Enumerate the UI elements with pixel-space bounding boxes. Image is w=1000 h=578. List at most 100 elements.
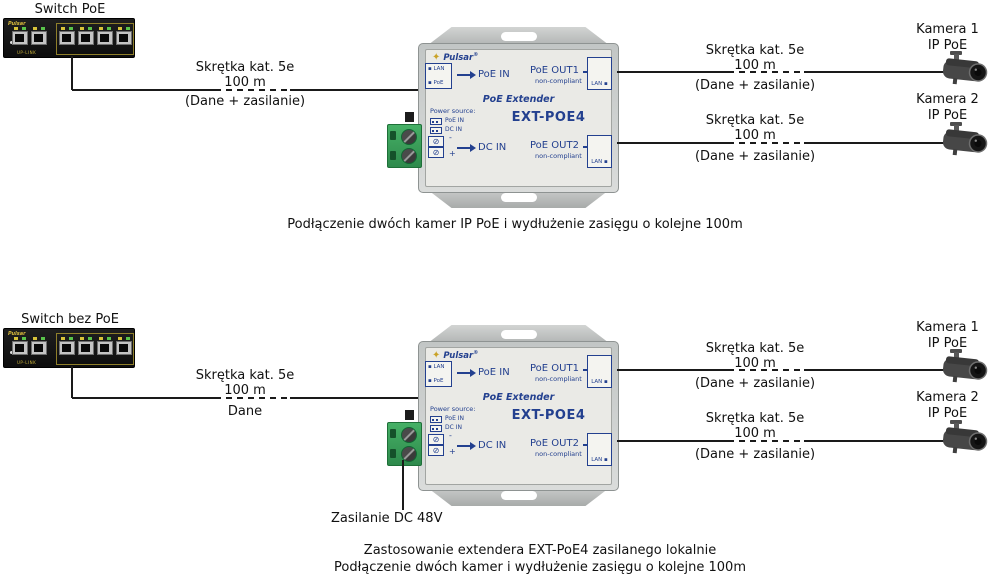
switch-port-group-outline [56,333,134,365]
switch-power-led [10,351,13,354]
diagram-bottom: Switch bez PoE Pulsar UP-LINK Skrętka ka… [0,298,1000,578]
cable-length-label: 100 m [734,426,776,441]
cable-signal-label: (Dane + zasilanie) [694,447,816,462]
cable-out2 [617,440,728,442]
diagram-bottom-caption-1: Zastosowanie extendera EXT-PoE4 zasilane… [363,543,717,558]
screw-symbol-icon: ⊘ [428,434,444,445]
terminal-screw [401,148,417,164]
lan-out1-port: LAN [587,355,612,388]
switch-uplink-label: UP-LINK [17,50,37,55]
arrow-right-icon [457,442,476,450]
cable-out2-dashed [728,440,804,442]
cable-length-label: 100 m [734,128,776,143]
rj45-port [59,337,75,355]
cable-out1 [617,71,728,73]
mounting-flange-top [428,27,609,45]
extender-front-label: ✦ Pulsar® LAN PoE PoE IN PoE OUT1 non-co… [425,347,612,485]
rj45-port [116,27,132,45]
dc-power-label: Zasilanie DC 48V [331,511,443,526]
terminal-screw [401,427,417,443]
cable-switch-extender-dashed [215,89,290,91]
switch-brand-logo: Pulsar [8,21,26,27]
cable-label: Skrętka kat. 5e [705,341,805,356]
terminal-wire-hole [390,449,396,458]
poe-in-label: PoE IN [478,367,510,378]
lan-out1-port: LAN [587,57,612,90]
cable-signal-label: Dane [227,404,263,419]
cable-label: Skrętka kat. 5e [195,60,295,75]
device-subtitle: PoE Extender [482,392,555,403]
rj45-port [31,27,47,45]
cable-out1 [617,369,728,371]
cable-switch-extender [290,397,420,399]
cable-label: Skrętka kat. 5e [705,411,805,426]
camera2-subtitle: IP PoE [927,406,968,421]
plus-sign: + [449,447,456,456]
extender-front-label: ✦ Pulsar® LAN PoE PoE IN PoE OUT1 non-co… [425,49,612,187]
cable-switch-extender-dashed [215,397,290,399]
cable-signal-label: (Dane + zasilanie) [694,78,816,93]
diagram-top-caption: Podłączenie dwóch kamer IP PoE i wydłuże… [287,217,743,232]
device-subtitle: PoE Extender [482,94,555,105]
camera1-title: Kamera 1 [916,320,979,335]
minus-sign: - [449,133,452,142]
rj45-port [78,27,94,45]
arrow-right-icon [457,369,476,377]
screw-symbol-icon: ⊘ [428,445,444,456]
camera2-title: Kamera 2 [916,390,979,405]
cable-out1 [804,71,945,73]
cable-label: Skrętka kat. 5e [705,43,805,58]
star-icon: ✦ [432,52,441,63]
dip-switch [405,410,414,420]
poe-out1-label: PoE OUT1 [530,363,579,374]
jumper-icon [430,425,442,432]
cable-length-label: 100 m [734,58,776,73]
cable-out2 [617,142,728,144]
rj45-port [31,337,47,355]
dc-terminal-block [387,422,422,466]
rj45-port [12,27,28,45]
cable-length-label: 100 m [224,383,266,398]
mounting-slot [501,32,537,41]
mounting-slot [501,193,537,202]
cable-label: Skrętka kat. 5e [705,113,805,128]
cable-length-label: 100 m [734,356,776,371]
cable-label: Skrętka kat. 5e [195,368,295,383]
cable-signal-label: (Dane + zasilanie) [184,94,306,109]
terminal-wire-hole [390,151,396,160]
cable-length-label: 100 m [224,75,266,90]
camera1-subtitle: IP PoE [927,336,968,351]
arrow-right-icon [457,71,476,79]
switch-title: Switch PoE [34,2,106,17]
power-source-poe: PoE IN [445,415,465,422]
cable-out1-dashed [728,369,804,371]
mounting-slot [501,491,537,500]
rj45-port [59,27,75,45]
jumper-icon [430,127,442,134]
switch-uplink-label: UP-LINK [17,360,37,365]
power-source-dc: DC IN [445,424,462,431]
camera2-title: Kamera 2 [916,92,979,107]
screw-symbol-icon: ⊘ [428,147,444,158]
non-poe-switch-device: Pulsar UP-LINK [3,328,135,368]
rj45-port [116,337,132,355]
camera-icon [942,122,988,156]
power-source-dc: DC IN [445,126,462,133]
cable-switch-extender [290,89,420,91]
dc-terminal-icon: ⊘ ⊘ [428,136,446,162]
screw-symbol-icon: ⊘ [428,136,444,147]
arrow-right-icon [457,144,476,152]
switch-power-led [10,41,13,44]
minus-sign: - [449,431,452,440]
mounting-slot [501,330,537,339]
dip-switch [405,112,414,122]
power-source-label: Power source: [430,107,476,115]
poe-out2-label: PoE OUT2 [530,438,579,449]
star-icon: ✦ [432,350,441,361]
poe-in-port: LAN PoE [425,361,452,387]
poe-in-label: PoE IN [478,69,510,80]
poe-out2-label: PoE OUT2 [530,140,579,151]
jumper-icon [430,118,442,125]
camera1-subtitle: IP PoE [927,38,968,53]
